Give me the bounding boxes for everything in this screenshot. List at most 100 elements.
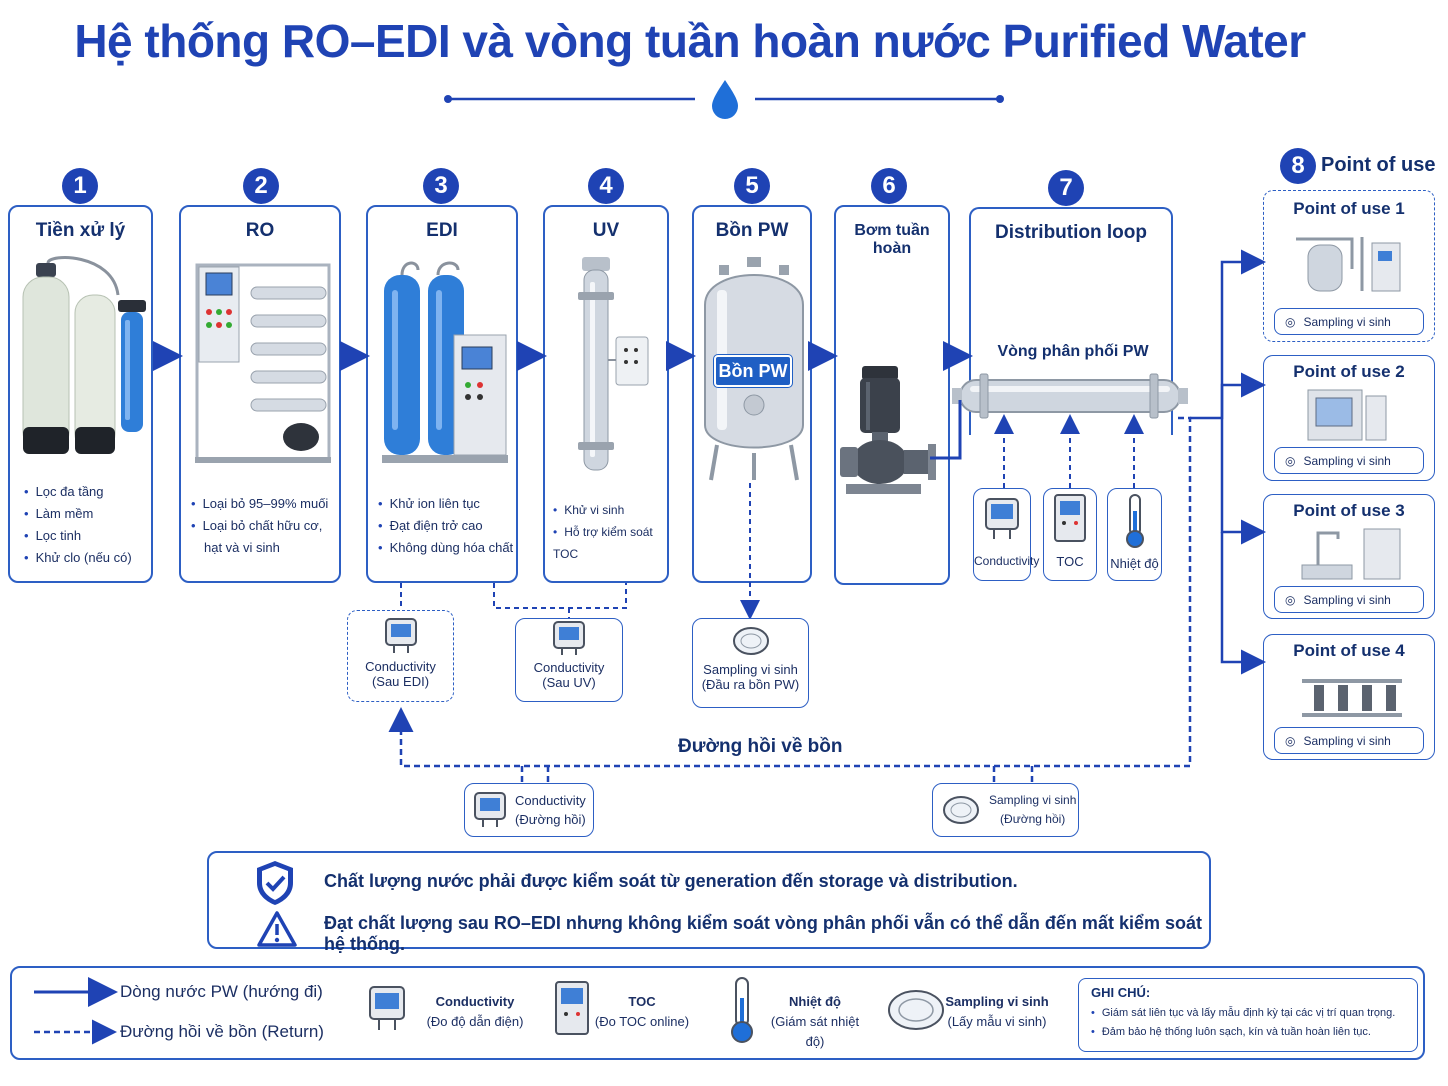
stage-pw-tank: Bồn PW Bồn PW [692,205,812,583]
monitor-line2: (Sau EDI) [371,674,430,689]
legend-flow-label: Dòng nước PW (hướng đi) [120,982,323,1001]
return-line [388,416,1192,768]
monitor-line2: (Đường hồi) [1000,812,1066,826]
pump-to-loop-line [930,400,962,460]
legend-item-sub: (Giám sát nhiệt độ) [770,1014,860,1049]
edi-unit-icon [382,261,508,463]
monitor-line1: Conductivity [515,793,586,808]
legend-note-title: GHI CHÚ: [1091,985,1151,1000]
stage-title: RO [245,220,275,241]
branch-to-pou-1 [1190,249,1266,420]
loop-sensor-conductivity: Conductivity [973,488,1039,581]
legend-note-item: Giám sát liên tục và lấy mẫu định kỳ tại… [1091,1004,1405,1023]
monitor-sampling-tank-outlet: Sampling vi sinh (Đầu ra bồn PW) [692,618,809,708]
stage-bullets: Khử vi sinh Hỗ trợ kiểm soát TOC [553,499,667,565]
tank-label: Bồn PW [714,355,792,387]
petri-dish-icon [943,796,979,824]
legend-item: Sampling vi sinh(Lấy mẫu vi sinh) [942,992,1052,1032]
monitor-sampling-return: Sampling vi sinh(Đường hồi) [932,783,1079,837]
shield-check-icon [257,861,293,905]
monitor-conductivity-after-uv: Conductivity (Sau UV) [515,618,623,702]
legend-note-box: GHI CHÚ: Giám sát liên tục và lấy mẫu đị… [1078,978,1418,1052]
valve-manifold-icon [1302,679,1402,717]
legend-item-sub: (Lấy mẫu vi sinh) [947,1014,1047,1029]
conductivity-meter-icon [553,621,585,655]
stage-uv: UV Khử vi sinh Hỗ trợ kiểm soát TOC [543,205,669,583]
pou-title: Point of use 4 [1293,641,1405,660]
conductivity-meter-icon [985,498,1019,539]
point-of-use-3: Point of use 3 ◎Sampling vi sinh [1263,494,1435,619]
stage-number-1: 1 [62,168,98,204]
stage-bullets: Loại bỏ 95–99% muối Loại bỏ chất hữu cơ,… [191,493,329,559]
stage-title: Bơm tuần hoàn [854,222,930,257]
sink-tap-icon [1301,528,1401,580]
bullet-continuation: hạt và vi sinh [204,540,280,555]
stage-number-2: 2 [243,168,279,204]
bullet: Khử vi sinh [553,499,667,521]
legend-item-sub: (Đo độ dẫn điện) [426,1014,524,1029]
legend-return-label: Đường hồi về bồn (Return) [120,1022,324,1041]
pou-title: Point of use 2 [1293,362,1405,381]
toc-analyzer-icon [1054,494,1086,542]
monitor-line2: (Đường hồi) [515,812,586,827]
legend-panel: Dòng nước PW (hướng đi) Đường hồi về bồn… [10,966,1425,1060]
title-divider [444,80,1004,119]
bullet: Làm mềm [24,503,132,525]
stage-number-6: 6 [871,168,907,204]
stage-pretreatment: Tiền xử lý Lọc đa tầng Làm mềm Lọc tinh … [8,205,153,583]
petri-dish-icon: ◎ [1285,314,1296,329]
pou-sampling-badge: ◎ Sampling vi sinh [1274,727,1424,754]
cabinet-equipment-icon [1307,389,1387,441]
stage-number-5: 5 [734,168,770,204]
petri-dish-icon: ◎ [1285,592,1296,607]
branch-to-pou-4 [1220,532,1266,675]
monitor-conductivity-after-edi: Conductivity (Sau EDI) [347,610,454,702]
monitor-line2: (Đầu ra bồn PW) [701,677,800,692]
pou-sampling-label: Sampling vi sinh [1303,314,1391,329]
process-vessel-icon [1296,237,1401,292]
loop-sensor-temperature: Nhiệt độ [1107,488,1162,581]
stage-number-7: 7 [1048,170,1084,206]
ro-unit-icon [195,263,331,463]
point-of-use-2: Point of use 2 ◎Sampling vi sinh [1263,355,1435,481]
monitor-line1: Conductivity [533,660,605,675]
pou-sampling-badge: ◎ Sampling vi sinh [1274,308,1424,335]
loop-label: Vòng phân phối PW [997,343,1149,360]
point-of-use-1: Point of use 1 ◎ Sampling vi sinh [1263,190,1435,342]
legend-item: Conductivity (Đo độ dẫn điện) [415,992,535,1032]
petri-dish-icon [732,627,769,655]
point-of-use-4: Point of use 4 ◎ Sampling vi sinh [1263,634,1435,760]
uv-monitor-tap [493,583,627,609]
pou-sampling-label: Sampling vi sinh [1303,733,1391,748]
petri-dish-icon: ◎ [1285,733,1296,748]
stage-number-3: 3 [423,168,459,204]
stage-edi: EDI Khử ion liên tục Đạt điện trở cao Kh… [366,205,518,583]
sensor-label: Nhiệt độ [1110,556,1159,571]
stage-ro: RO Loại bỏ 95–99% muối Loại bỏ chất hữu … [179,205,341,583]
stage-bullets: Lọc đa tầng Làm mềm Lọc tinh Khử clo (nế… [24,481,132,569]
bullet: Lọc tinh [24,525,132,547]
pou-sampling-label: Sampling vi sinh [1303,453,1391,468]
monitor-line1: Conductivity [365,659,436,674]
legend-item: Nhiệt độ(Giám sát nhiệt độ) [760,992,870,1052]
conductivity-meter-icon [474,792,506,827]
bullet: Loại bỏ 95–99% muối [191,493,329,515]
branch-to-pou-2 [1220,372,1266,418]
monitor-conductivity-return: Conductivity (Đường hồi) [464,783,594,837]
water-drop-icon [712,80,738,119]
stage-bullets: Khử ion liên tục Đạt điện trở cao Không … [378,493,514,559]
legend-note-list: Giám sát liên tục và lấy mẫu định kỳ tại… [1091,1004,1405,1042]
circulation-pump-icon [840,366,936,494]
page-title: Hệ thống RO–EDI và vòng tuần hoàn nước P… [74,15,1306,67]
stage-number-4: 4 [588,168,624,204]
monitor-line1: Sampling vi sinh [703,662,798,677]
legend-item-label: Conductivity [435,994,515,1009]
pou-title: Point of use 1 [1293,199,1405,218]
quality-notes-panel: Chất lượng nước phải được kiểm soát từ g… [207,851,1211,954]
sensor-label: TOC [1056,554,1084,569]
bullet: Khử ion liên tục [378,493,513,515]
stage-title: Bồn PW [715,220,789,241]
pretreatment-filters-icon [22,256,146,454]
note-line-1: Chất lượng nước phải được kiểm soát từ g… [324,871,1018,891]
return-line-label: Đường hồi về bồn [678,736,843,757]
